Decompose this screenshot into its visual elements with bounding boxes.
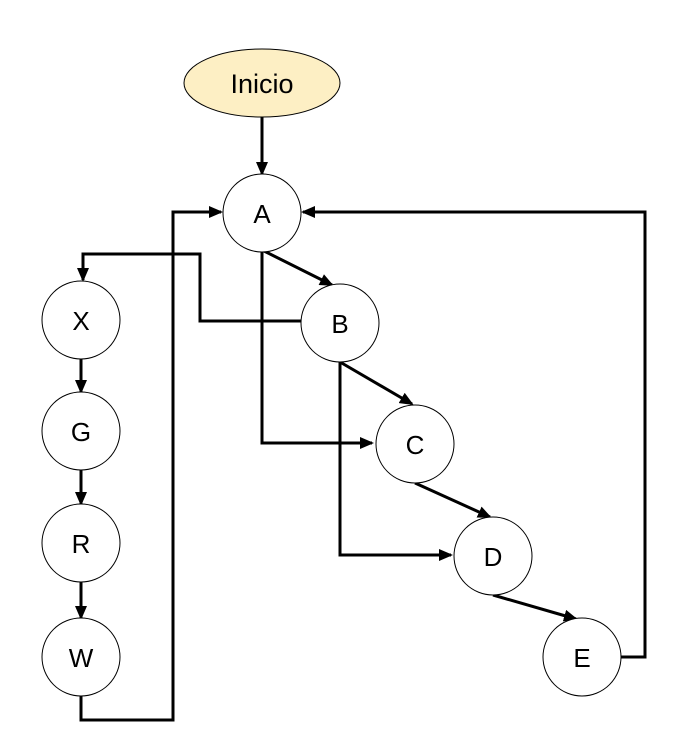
node-g-circle xyxy=(41,391,121,471)
node-d: D xyxy=(453,516,533,596)
start-label: Inicio xyxy=(230,69,293,99)
node-b-label: B xyxy=(331,309,348,339)
edge-b-to-c xyxy=(339,360,414,406)
edge-a-to-b xyxy=(261,248,334,287)
node-a: A xyxy=(222,173,302,253)
node-x-label: X xyxy=(72,306,89,336)
node-r-circle xyxy=(41,503,121,583)
node-r-label: R xyxy=(72,529,91,559)
node-x-circle xyxy=(41,280,121,360)
node-w-label: W xyxy=(69,643,94,673)
edge-d-to-e xyxy=(492,593,578,622)
node-x: X xyxy=(41,280,121,360)
start-node: Inicio xyxy=(183,48,341,118)
node-w: W xyxy=(41,617,121,697)
edge-w-to-a xyxy=(79,206,223,722)
node-c-circle xyxy=(375,404,455,484)
edge-b-to-d xyxy=(338,362,453,561)
node-g: G xyxy=(41,391,121,471)
edge-c-to-d xyxy=(414,481,492,519)
edge-e-to-a xyxy=(301,206,647,659)
node-c-label: C xyxy=(406,430,425,460)
node-a-label: A xyxy=(253,199,271,229)
node-e-label: E xyxy=(573,643,590,673)
node-w-circle xyxy=(41,617,121,697)
start-ellipse xyxy=(183,48,341,118)
edge-a-to-c xyxy=(260,250,374,449)
node-d-label: D xyxy=(484,542,503,572)
node-d-circle xyxy=(453,516,533,596)
edges xyxy=(75,117,647,722)
node-e: E xyxy=(542,617,622,697)
node-c: C xyxy=(375,404,455,484)
node-a-circle xyxy=(222,173,302,253)
edge-b-to-x xyxy=(77,252,302,323)
node-r: R xyxy=(41,503,121,583)
node-e-circle xyxy=(542,617,622,697)
node-g-label: G xyxy=(71,417,91,447)
node-b-circle xyxy=(300,283,380,363)
node-b: B xyxy=(300,283,380,363)
